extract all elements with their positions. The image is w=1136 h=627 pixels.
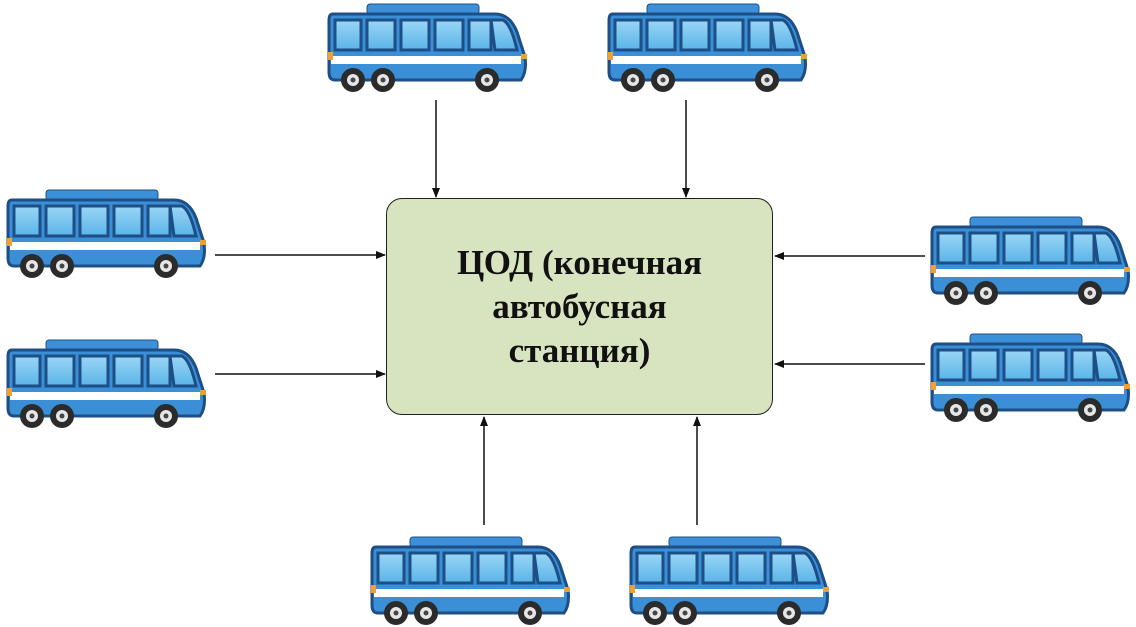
- bus-icon: [5, 188, 208, 280]
- bus-icon: [369, 535, 572, 627]
- bus-icon: [628, 535, 831, 627]
- bus-icon: [929, 332, 1132, 424]
- bus-icon: [929, 215, 1132, 307]
- data-center-label: ЦОД (конечная автобусная станция): [456, 242, 703, 370]
- bus-icon: [5, 338, 208, 430]
- bus-icon: [606, 2, 809, 94]
- data-center-node: ЦОД (конечная автобусная станция): [386, 198, 773, 415]
- bus-icon: [326, 2, 529, 94]
